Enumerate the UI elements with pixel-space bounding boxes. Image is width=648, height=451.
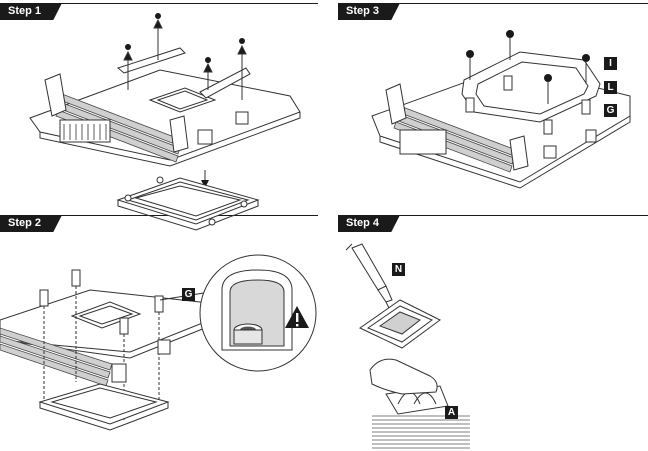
warning-triangle-icon (285, 306, 309, 328)
step-3-illustration (371, 30, 631, 189)
badge-n: N (392, 263, 405, 276)
badge-g-step2: G (182, 288, 195, 301)
standoff-detail-callout (199, 254, 317, 372)
step-4-illustration (345, 243, 470, 449)
step-2-illustration (0, 269, 222, 431)
step-1-illustration (29, 13, 301, 231)
badge-l: L (604, 81, 617, 94)
step-3-rule (338, 3, 648, 4)
step-1-tab: Step 1 (0, 3, 62, 20)
step-4-tab: Step 4 (338, 215, 400, 232)
thermal-paste-syringe (345, 243, 393, 311)
badge-a: A (445, 406, 458, 419)
badge-i: I (604, 57, 617, 70)
step-2-tab: Step 2 (0, 215, 62, 232)
cpu-cooler (369, 358, 470, 449)
backplate (116, 176, 260, 231)
step-3-tab: Step 3 (338, 3, 400, 20)
step-2-rule (0, 215, 318, 216)
badge-g-step3: G (604, 104, 617, 117)
step-1-rule (0, 3, 318, 4)
step-4-rule (338, 215, 648, 216)
